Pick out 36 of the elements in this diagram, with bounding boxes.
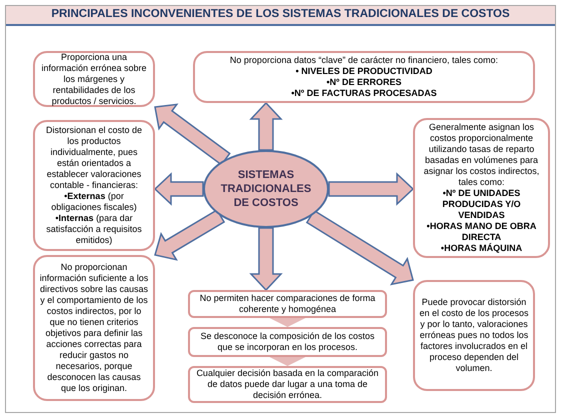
block-arrow: [249, 102, 283, 151]
triangle-arrow: [270, 357, 306, 366]
node-text: •HORAS MANO DE OBRA DIRECTA: [426, 221, 538, 243]
node-text: Distorsionan el costo de los productos individualmente, pues están orientados a establecer valoraciones contable - financieras:: [44, 125, 144, 191]
rounded-box: [33, 255, 155, 401]
node-text: •Internas (para dar satisfacción a requisitos emitidos): [45, 213, 143, 246]
node-text: •Nº DE UNIDADES PRODUCIDAS Y/O VENDIDAS: [441, 188, 522, 221]
block-arrow: [154, 172, 204, 206]
rounded-box: [193, 51, 535, 103]
rounded-box: [413, 280, 535, 391]
block-arrow: [328, 172, 414, 206]
rounded-box: [33, 120, 155, 251]
node-text: •Nº DE ERRORES: [326, 77, 402, 88]
node-text: Se desconoce la composición de los costos que se incorporan en los procesos.: [199, 331, 376, 353]
title: PRINCIPALES INCONVENIENTES DE LOS SISTEMAS TRADICIONALES DE COSTOS: [6, 6, 555, 26]
rounded-box: [188, 366, 387, 403]
node-text: •Externas (por obligaciones fiscales): [50, 191, 138, 213]
block-arrow: [154, 208, 226, 261]
node-text: Generalmente asignan los costos proporcionalmente utilizando tasas de reparto basadas en volúmenes para asignar los costos indirectos, tales como:: [422, 122, 540, 188]
node-text: SISTEMAS TRADICIONALES DE COSTOS: [220, 168, 312, 210]
node-text: •Nº DE FACTURAS PROCESADAS: [291, 88, 437, 99]
node-text: Cualquier decisión basada en la comparación de datos puede dar lugar a una toma de decisión errónea.: [195, 368, 380, 401]
node-text: No proporciona datos “clave” de carácter no financiero, tales como:: [230, 55, 498, 66]
node-text: No proporcionan información suficiente a los directivos sobre las causas y el comportamiento de los costos indirectos, por lo que no tienen criterios objetivos para definir las acciones correctas para reducir gastos no necesarios, porque desconocen las causas que los originan.: [39, 262, 149, 394]
block-arrow: [154, 103, 231, 166]
rounded-box: [188, 327, 387, 357]
rounded-box: [188, 290, 387, 318]
block-arrow: [306, 210, 414, 286]
node-text: •HORAS MÁQUINA: [440, 243, 522, 254]
rounded-box: [413, 118, 550, 258]
node-text: Puede provocar distorsión en el costo de los procesos y por lo tanto, valoraciones erróneas pues no todos los factores involucrados en el proceso dependen del volumen.: [419, 297, 529, 374]
block-arrow: [249, 227, 283, 292]
node-text: Proporciona una información errónea sobre los márgenes y rentabilidades de los productos / servicios.: [40, 52, 148, 106]
node-text: No permiten hacer comparaciones de forma coherente y homogénea: [198, 293, 376, 315]
triangle-arrow: [270, 318, 306, 327]
node-text: • NIVELES DE PRODUCTIVIDAD: [296, 66, 432, 77]
